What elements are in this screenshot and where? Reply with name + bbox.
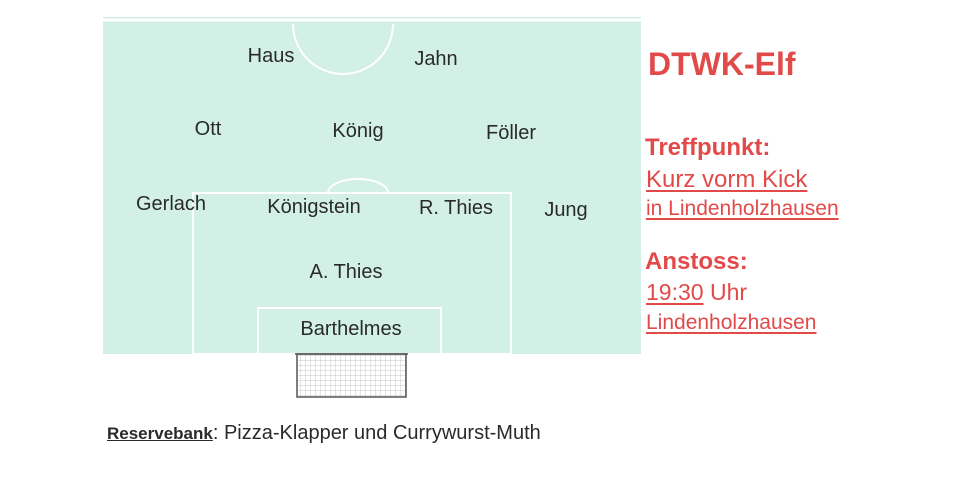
reserve-bench-names: Pizza-Klapper und Currywurst-Muth xyxy=(223,422,541,444)
reserve-bench-separator: : xyxy=(212,422,224,444)
player-jung: Jung xyxy=(544,199,588,221)
kickoff-time-line: 19:30 Uhr xyxy=(646,279,747,306)
player-haus: Haus xyxy=(247,45,295,67)
team-title: DTWK-Elf xyxy=(648,46,796,82)
kickoff-time: 19:30 xyxy=(646,279,704,305)
player-jahn: Jahn xyxy=(414,48,458,70)
meeting-line-1: Kurz vorm Kick xyxy=(646,166,808,193)
kickoff-heading: Anstoss: xyxy=(645,248,748,275)
player-ott: Ott xyxy=(194,118,222,140)
player-gerlach: Gerlach xyxy=(135,193,207,215)
player-koenigstein: Königstein xyxy=(267,196,361,218)
reserve-bench: Reservebank: Pizza-Klapper und Currywurs… xyxy=(107,422,541,445)
meeting-line-2: in Lindenholzhausen xyxy=(646,197,839,220)
player-r-thies: R. Thies xyxy=(418,197,494,219)
player-a-thies: A. Thies xyxy=(309,261,383,283)
meeting-heading: Treffpunkt: xyxy=(645,134,771,161)
pitch-field xyxy=(103,17,641,354)
kickoff-time-unit: Uhr xyxy=(703,279,748,305)
penalty-arc xyxy=(327,178,389,194)
player-foeller: Föller xyxy=(485,122,537,144)
centre-circle xyxy=(292,23,394,75)
player-koenig: König xyxy=(332,120,384,142)
player-barthelmes: Barthelmes xyxy=(300,318,402,340)
reserve-bench-label: Reservebank xyxy=(107,424,213,443)
kickoff-place: Lindenholzhausen xyxy=(646,311,817,334)
goal-net xyxy=(296,353,407,398)
